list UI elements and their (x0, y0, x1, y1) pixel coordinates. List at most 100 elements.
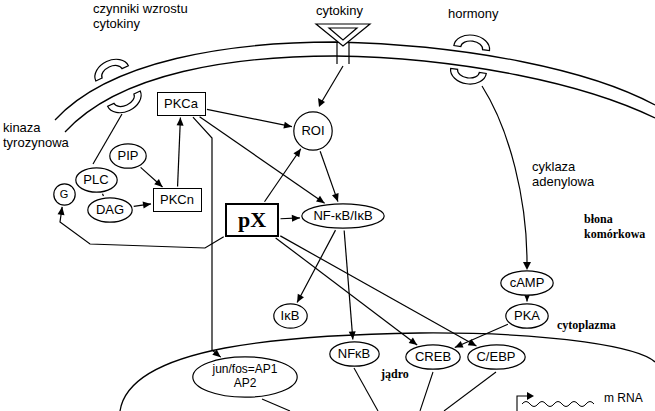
region-label: jądro (381, 367, 409, 382)
node-text-group: IκB (281, 309, 300, 324)
annotation-label: cyklaza adenylowa (532, 160, 612, 190)
kinase-box: PKCn (153, 188, 202, 212)
arrow-head (349, 331, 356, 339)
node-text-group: PKCn (160, 193, 194, 208)
node-text-group: jun/fos=AP1 AP2 (206, 363, 284, 391)
protein-box: pX (225, 203, 279, 237)
node-text-group: PKCa (164, 97, 198, 112)
node-label: C/EBP (476, 350, 515, 365)
connector-line (178, 117, 181, 186)
signal-line (93, 66, 527, 263)
node-text-group: NF-κB/IκB (313, 209, 372, 224)
connector-line (200, 117, 325, 203)
cytokine-receptor (316, 24, 370, 64)
node-label: NF-κB/IκB (313, 209, 372, 224)
node-label: PKCn (160, 193, 194, 208)
node-text-group: ROI (301, 124, 324, 139)
connector-line (193, 117, 221, 357)
cell-membrane (55, 42, 655, 132)
node-label: PLC (83, 173, 108, 188)
factor-ellipse: jun/fos=AP1 AP2 (192, 356, 298, 398)
connector-line (455, 324, 508, 347)
arrow-connector (58, 207, 224, 248)
node-text-group: NFκB (338, 347, 371, 362)
connector-line (276, 238, 418, 345)
node-label: ROI (301, 124, 324, 139)
inhibitor-ellipse: IκB (273, 303, 308, 329)
tyrosine-kinase-receptor (90, 54, 145, 118)
node-text-group: DAG (96, 203, 124, 218)
region-label: cytoplazma (557, 318, 616, 333)
arrow-head (527, 392, 534, 400)
node-label: G (60, 188, 69, 201)
arrow-connector (280, 215, 299, 222)
node-label: PKCa (164, 97, 198, 112)
arrow-connector (297, 230, 335, 302)
node-text-group: pX (238, 208, 266, 232)
arrow-head (316, 196, 325, 203)
node-label: NFκB (338, 347, 371, 362)
factor-ellipse: CREB (405, 344, 461, 370)
connector-line (320, 151, 338, 201)
arrow-connector (200, 117, 325, 203)
arrow-connector (320, 151, 338, 201)
connector-line (297, 230, 335, 302)
arrow-head (292, 215, 300, 222)
node-label: PKA (514, 309, 540, 324)
node-label: DAG (96, 203, 124, 218)
node-text-group: G (60, 188, 69, 201)
arrow-head (177, 117, 184, 125)
hormone-receptor (449, 33, 491, 87)
kinase-ellipse: PKA (505, 303, 549, 329)
factor-ellipse: C/EBP (467, 344, 526, 370)
arrow-head (283, 122, 292, 129)
enzyme-ellipse: PLC (75, 167, 118, 193)
node-label: CREB (415, 350, 451, 365)
arrow-head (318, 98, 531, 270)
node-text-group: cAMP (510, 276, 545, 291)
dna-strand (522, 402, 594, 407)
node-label: pX (238, 208, 266, 232)
protein-circle: G (53, 183, 76, 206)
arrow-connector (455, 324, 508, 347)
complex-ellipse: NF-κB/IκB (301, 203, 385, 229)
node-label: PIP (118, 149, 139, 164)
arrow-head (293, 149, 300, 158)
kinase-box: PKCa (157, 92, 206, 116)
node-text-group: C/EBP (476, 350, 515, 365)
molecule-circle: ROI (293, 111, 333, 151)
connector-line (102, 194, 103, 196)
node-text-group: PLC (83, 173, 108, 188)
arrow-head (409, 337, 417, 345)
annotation-label: czynniki wzrostu cytokiny (93, 2, 205, 32)
node-label: IκB (281, 309, 300, 324)
arrow-connector (193, 117, 221, 357)
arrow-head (143, 202, 151, 209)
node-text-group: PIP (118, 149, 139, 164)
annotation-label: kinaza tyrozynowa (3, 121, 83, 151)
node-text-group: CREB (415, 350, 451, 365)
arrow-head (58, 207, 65, 215)
arrow-head (154, 179, 162, 187)
arrow-connector (264, 149, 300, 202)
molecule-ellipse: PIP (109, 143, 147, 169)
node-label: jun/fos=AP1 AP2 (206, 363, 284, 391)
arrow-head (455, 341, 464, 347)
arrow-connector (344, 230, 356, 339)
arrow-connector (102, 194, 103, 196)
connector-line (264, 149, 300, 202)
connector-line (141, 167, 163, 187)
arrow-head (332, 193, 339, 202)
factor-ellipse: NFκB (329, 341, 380, 367)
connector-line (60, 207, 224, 248)
arrow-connector (134, 202, 151, 209)
arrow-connector (177, 117, 184, 186)
arrow-connector (280, 236, 476, 346)
nucleus-envelope (120, 333, 655, 411)
molecule-ellipse: DAG (87, 197, 133, 223)
connector-line (280, 236, 476, 346)
arrow-head (297, 294, 304, 303)
transcription-start (517, 396, 528, 411)
arrow-connector (141, 167, 163, 187)
connector-line (207, 109, 292, 126)
